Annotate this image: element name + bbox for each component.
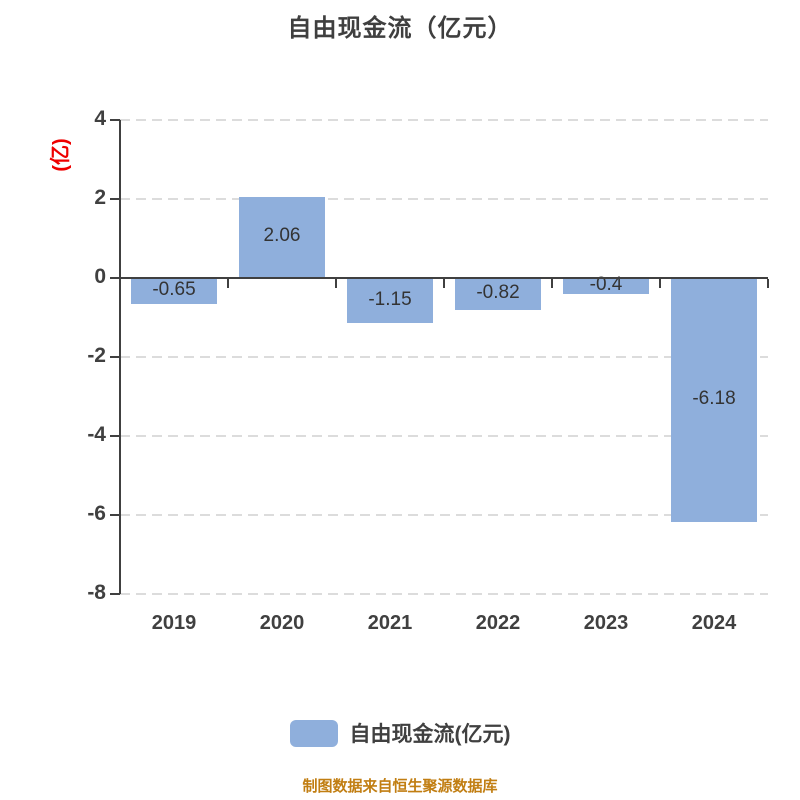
- y-axis-tick: [110, 593, 120, 595]
- x-axis-tick: [335, 279, 337, 288]
- grid-line: [120, 514, 768, 516]
- y-axis-tick: [110, 514, 120, 516]
- x-tick-label: 2022: [475, 612, 521, 634]
- x-tick-label: 2024: [691, 612, 737, 634]
- grid-line: [120, 593, 768, 595]
- y-tick-label: -2: [87, 344, 106, 367]
- bar-2020[interactable]: [239, 196, 325, 278]
- x-axis-tick: [119, 279, 121, 288]
- x-tick-label: 2019: [151, 612, 197, 634]
- grid-line: [120, 356, 768, 358]
- x-tick-label: 2021: [367, 612, 413, 634]
- legend-swatch-icon: [289, 719, 338, 747]
- y-tick-label: 2: [94, 186, 106, 209]
- x-axis-zero-line: [120, 277, 768, 279]
- y-axis-tick: [110, 435, 120, 437]
- bar-2023[interactable]: [563, 278, 649, 294]
- y-axis-tick: [110, 119, 120, 121]
- bar-value-label: -0.4: [589, 273, 623, 295]
- y-tick-label: -4: [87, 423, 106, 446]
- bar-2024[interactable]: [671, 278, 757, 523]
- x-axis-tick: [659, 279, 661, 288]
- y-tick-label: 4: [94, 107, 106, 130]
- bar-2019[interactable]: [131, 278, 217, 304]
- bar-2022[interactable]: [455, 278, 541, 311]
- bar-value-label: 2.06: [263, 225, 301, 247]
- x-axis-tick: [551, 279, 553, 288]
- y-axis-line: [119, 120, 121, 594]
- y-axis-name: (亿): [49, 138, 72, 172]
- data-source-note: 制图数据来自恒生聚源数据库: [302, 778, 498, 795]
- x-axis-tick: [767, 279, 769, 288]
- grid-line: [120, 119, 768, 121]
- y-axis-tick: [110, 198, 120, 200]
- legend-label: 自由现金流(亿元): [349, 723, 511, 746]
- chart-title: 自由现金流（亿元）: [287, 15, 513, 42]
- y-tick-label: -8: [87, 581, 106, 604]
- x-axis-tick: [227, 279, 229, 288]
- x-axis-tick: [443, 279, 445, 288]
- x-tick-label: 2023: [583, 612, 629, 634]
- y-axis-tick: [110, 356, 120, 358]
- bar-value-label: -0.82: [476, 282, 520, 304]
- y-tick-label: -6: [87, 502, 106, 525]
- legend[interactable]: 自由现金流(亿元): [0, 718, 800, 748]
- plot-area: 4 2 0 -2 -4 -6 -8 -0.65 2.06 -1.15 -0.82 -0.4 -6.18 2…: [87, 107, 769, 634]
- x-tick-label: 2020: [259, 612, 305, 634]
- grid-line: [120, 198, 768, 200]
- bar-value-label: -0.65: [152, 278, 196, 300]
- bar-2021[interactable]: [347, 278, 433, 324]
- y-axis-tick: [110, 277, 120, 279]
- bar-value-label: -1.15: [368, 288, 412, 310]
- y-tick-label: 0: [94, 265, 106, 288]
- grid-line: [120, 435, 768, 437]
- bar-value-label: -6.18: [692, 388, 736, 410]
